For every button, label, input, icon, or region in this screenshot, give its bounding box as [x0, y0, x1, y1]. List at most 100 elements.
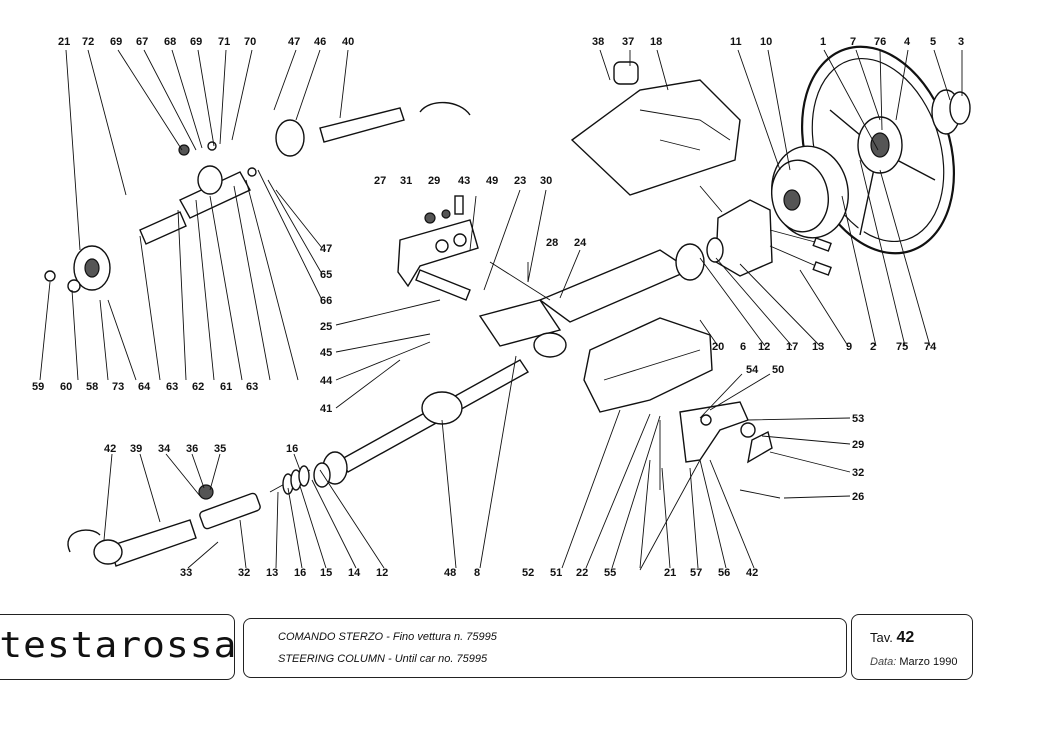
callout-38: 37	[622, 36, 634, 48]
callout-50: 48	[444, 567, 456, 579]
callout-33-label: 32	[238, 567, 250, 579]
callout-17: 17	[786, 341, 798, 353]
callout-21: 21	[664, 567, 676, 579]
callout-68: 66	[320, 295, 332, 307]
callout-14: 14	[348, 567, 361, 579]
callout-76: 74	[924, 341, 937, 353]
callout-70: 68	[164, 36, 176, 48]
callout-48: 46	[314, 36, 326, 48]
callout-75: 73	[112, 381, 124, 393]
callout-65: 63	[166, 381, 178, 393]
callout-73: 71	[218, 36, 230, 48]
column-cover	[570, 61, 741, 196]
callout-24: 24	[574, 237, 587, 249]
callout-20: 21	[58, 36, 70, 48]
callout-13b: 13	[266, 567, 278, 579]
tav-number: 42	[896, 629, 915, 646]
callout-56: 54	[746, 364, 759, 376]
callout-16: 16	[286, 443, 298, 455]
steering-wheel	[800, 45, 971, 255]
callout-53: 51	[550, 567, 562, 579]
callout-71: 69	[110, 36, 122, 48]
callout-4: 4	[904, 36, 911, 48]
callout-40: 39	[130, 443, 142, 455]
callout-7: 7	[850, 36, 856, 48]
callout-12: 12	[758, 341, 770, 353]
callout-26: 26	[852, 491, 864, 503]
callout-12b: 12	[376, 567, 388, 579]
mount-bracket	[397, 195, 551, 301]
tav-label: Tav.	[870, 630, 893, 645]
date-line: Data: Marzo 1990	[870, 656, 957, 668]
callout-29: 29	[428, 175, 440, 187]
callout-32: 32	[852, 467, 864, 479]
callout-66: 64	[138, 381, 151, 393]
callout-72: 70	[244, 36, 256, 48]
callout-31: 31	[400, 175, 412, 187]
callout-54: 52	[522, 567, 534, 579]
callout-43: 41	[320, 403, 332, 415]
callout-47: 45	[320, 347, 332, 359]
callout-2: 2	[870, 341, 876, 353]
callout-41: 40	[342, 36, 354, 48]
callout-57: 55	[604, 567, 616, 579]
exploded-parts-diagram: 21 72 69 67 68 69 71 70 47 46 40 38 37 1…	[32, 36, 971, 579]
callout-51: 49	[486, 175, 498, 187]
callout-62: 60	[60, 381, 72, 393]
title-english: STEERING COLUMN - Until car no. 75995	[278, 653, 488, 665]
lower-bracket	[639, 401, 781, 571]
upper-shaft	[44, 101, 471, 293]
callout-16b: 16	[294, 567, 306, 579]
table-number: Tav. 42	[870, 629, 914, 647]
intermediate-shaft	[313, 359, 530, 488]
callout-34: 33	[180, 567, 192, 579]
callout-19: 20	[712, 341, 724, 353]
callout-labels: 21 72 69 67 68 69 71 70 47 46 40 38 37 1…	[32, 36, 964, 579]
callout-39: 38	[592, 36, 604, 48]
callout-25: 25	[320, 321, 332, 333]
callout-59: 57	[690, 567, 702, 579]
callout-58: 56	[718, 567, 730, 579]
callout-13: 13	[812, 341, 824, 353]
callout-67: 65	[320, 269, 332, 281]
callout-22: 22	[576, 567, 588, 579]
callout-42-label: 42	[104, 443, 116, 455]
callout-8: 8	[474, 567, 480, 579]
title-box: COMANDO STERZO - Fino vettura n. 75995 S…	[243, 618, 847, 678]
callout-23: 23	[514, 175, 526, 187]
callout-18: 18	[650, 36, 662, 48]
callout-49: 47	[288, 36, 300, 48]
leader-lines	[39, 49, 963, 569]
callout-77: 75	[896, 341, 908, 353]
callout-3: 3	[958, 36, 964, 48]
title-italian: COMANDO STERZO - Fino vettura n. 75995	[278, 631, 497, 643]
callout-78: 76	[874, 36, 886, 48]
callout-45: 43	[458, 175, 470, 187]
callout-61: 59	[32, 381, 44, 393]
callout-37: 36	[186, 443, 198, 455]
callout-74: 72	[82, 36, 94, 48]
callout-28: 28	[546, 237, 558, 249]
steering-hub	[771, 145, 849, 239]
callout-11: 11	[730, 36, 742, 48]
callout-44-label: 42	[746, 567, 758, 579]
callout-35: 34	[158, 443, 171, 455]
callout-30: 30	[540, 175, 552, 187]
column-tube	[478, 237, 724, 358]
callout-15: 15	[320, 567, 332, 579]
callout-6: 6	[740, 341, 746, 353]
callout-60: 58	[86, 381, 98, 393]
callout-65b: 63	[246, 381, 258, 393]
callout-1: 1	[820, 36, 826, 48]
callout-5: 5	[930, 36, 936, 48]
callout-55: 53	[852, 413, 864, 425]
callout-63: 61	[220, 381, 232, 393]
callout-69: 67	[136, 36, 148, 48]
callout-36: 35	[214, 443, 226, 455]
callout-49b: 47	[320, 243, 332, 255]
date-label: Data:	[870, 656, 897, 668]
callout-29b: 29	[852, 439, 864, 451]
lower-cover	[583, 317, 713, 413]
callout-10: 10	[760, 36, 772, 48]
callout-27: 27	[374, 175, 386, 187]
